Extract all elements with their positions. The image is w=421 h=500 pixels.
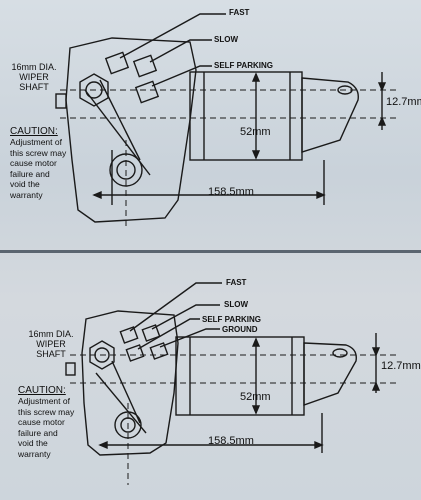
- caution-line: cause motor: [18, 417, 65, 427]
- shaft-label-line: WIPER: [19, 72, 49, 82]
- caution-line: void the: [10, 179, 40, 189]
- caution-title: CAUTION:: [10, 126, 58, 137]
- end-bracket: [303, 342, 357, 406]
- caution-line: failure and: [10, 168, 50, 179]
- top-diagram-panel: FAST SLOW SELF PARKING 16mm DIA. WIPER S…: [0, 8, 421, 253]
- wire-label-fast: FAST: [229, 8, 250, 17]
- wiper-shaft-nut: [89, 340, 115, 370]
- dimension-length: 158.5mm: [208, 435, 254, 447]
- motor-body: [189, 71, 303, 161]
- shaft-label-line: WIPER: [36, 339, 66, 349]
- caution-line: this screw may: [10, 147, 67, 158]
- shaft-label-line: SHAFT: [36, 349, 66, 359]
- caution-line: Adjustment of: [10, 137, 62, 147]
- shaft-label-line: 16mm DIA.: [28, 329, 74, 339]
- shaft-label-line: 16mm DIA.: [11, 62, 57, 72]
- housing-rib: [99, 79, 141, 161]
- wire-label-self-parking: SELF PARKING: [202, 315, 261, 324]
- caution-line: cause motor: [10, 158, 57, 168]
- caution-note: CAUTION: Adjustment of this screw may ca…: [10, 126, 66, 200]
- terminal-slow: [132, 54, 158, 78]
- terminal-slow: [141, 324, 161, 342]
- wiper-shaft-label: 16mm DIA. WIPER SHAFT: [20, 329, 82, 359]
- dimension-offset: 12.7mm: [381, 360, 421, 372]
- terminal-fast: [104, 51, 130, 75]
- terminal-fast: [119, 326, 139, 344]
- top-motor-drawing: [55, 13, 400, 230]
- caution-title: CAUTION:: [18, 385, 66, 396]
- caution-note: CAUTION: Adjustment of this screw may ca…: [18, 385, 74, 459]
- caution-line: warranty: [10, 189, 43, 200]
- wire-label-slow: SLOW: [214, 35, 238, 44]
- bottom-motor-drawing: [65, 282, 400, 485]
- wire-label-slow: SLOW: [224, 300, 248, 309]
- wiper-shaft-label: 16mm DIA. WIPER SHAFT: [4, 62, 64, 92]
- wire-label-ground: GROUND: [222, 325, 258, 334]
- wire-label-self-parking: SELF PARKING: [214, 61, 273, 70]
- terminal-self-parking: [134, 80, 160, 104]
- caution-line: failure and: [18, 427, 58, 438]
- end-bracket: [301, 77, 359, 153]
- adjustment-screw: [55, 93, 67, 109]
- terminal-self-parking: [125, 344, 145, 362]
- terminal-ground: [149, 342, 169, 360]
- dimension-height: 52mm: [240, 126, 271, 138]
- dimension-offset: 12.7mm: [386, 96, 421, 108]
- dimension-length: 158.5mm: [208, 186, 254, 198]
- bottom-diagram-panel: FAST SLOW SELF PARKING GROUND 16mm DIA. …: [0, 253, 421, 500]
- gearbox-housing: [81, 310, 179, 456]
- gearbox-housing: [65, 37, 197, 223]
- motor-body: [175, 336, 305, 416]
- housing-rib: [111, 360, 141, 424]
- wiper-shaft-nut: [79, 73, 109, 107]
- caution-line: warranty: [18, 448, 51, 459]
- dimension-height: 52mm: [240, 391, 271, 403]
- shaft-label-line: SHAFT: [19, 82, 49, 92]
- caution-line: void the: [18, 438, 48, 448]
- wire-label-fast: FAST: [226, 278, 247, 287]
- caution-line: this screw may: [18, 406, 75, 417]
- caution-line: Adjustment of: [18, 396, 70, 406]
- adjustment-screw: [65, 362, 76, 376]
